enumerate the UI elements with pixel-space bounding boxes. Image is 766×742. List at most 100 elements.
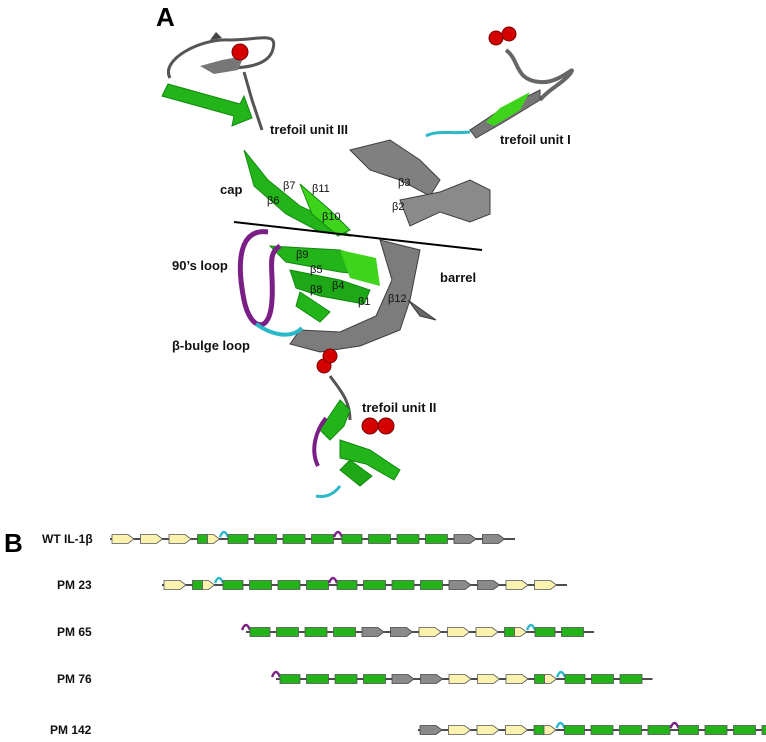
label-beta-bulge-loop: β-bulge loop	[172, 338, 250, 353]
construct-label: PM 142	[50, 723, 92, 737]
strand-label-b11: β11	[312, 183, 330, 195]
strand-block	[619, 674, 643, 684]
loop-90s-mark	[669, 721, 680, 729]
strand-label-b1: β1	[358, 296, 370, 308]
strand-block	[304, 627, 328, 637]
strand-label-b8: β8	[310, 284, 322, 296]
strand-block	[336, 580, 358, 590]
strand-block	[504, 627, 515, 637]
strand-arrow	[420, 674, 444, 684]
strand-block	[334, 674, 358, 684]
strand-arrow	[476, 725, 500, 735]
strand-block	[363, 580, 386, 590]
strand-arrow	[475, 627, 499, 637]
strand-label-b6: β6	[267, 195, 279, 207]
strand-label-b5: β5	[310, 264, 322, 276]
beta-bulge-mark	[555, 721, 566, 729]
topology-row: PM 23	[57, 576, 567, 592]
strand-block	[564, 674, 586, 684]
trefoil-unit-2-structure	[312, 348, 401, 498]
strand-block	[192, 580, 203, 590]
loop-90s-mark	[332, 530, 344, 538]
strand-block	[368, 534, 391, 544]
strand-label-b10: β10	[322, 211, 341, 223]
strand-block	[222, 580, 244, 590]
strand-block	[276, 627, 299, 637]
strand-block	[227, 534, 249, 544]
cap-barrel-divider	[233, 221, 483, 251]
strand-arrow	[505, 674, 529, 684]
strand-arrow	[482, 534, 506, 544]
strand-block	[647, 725, 671, 735]
strand-arrow	[534, 580, 558, 590]
strand-arrow	[419, 725, 443, 735]
loop-90s-mark	[270, 670, 282, 678]
strand-block	[533, 725, 545, 735]
label-trefoil-unit-2: trefoil unit II	[362, 400, 436, 415]
strand-arrow	[477, 674, 501, 684]
topology-row: PM 65	[57, 623, 594, 639]
strand-block	[564, 725, 585, 735]
strand-arrow	[202, 580, 216, 590]
loop-90s-mark	[240, 623, 252, 631]
panel-a-letter: A	[156, 2, 175, 32]
strand-block	[197, 534, 208, 544]
loop-90s-mark	[327, 576, 339, 584]
strand-arrow	[505, 580, 529, 590]
strand-block	[363, 674, 386, 684]
strand-arrow	[140, 534, 164, 544]
strand-block	[619, 725, 642, 735]
topology-row: PM 76	[57, 670, 653, 686]
topology-rows: WT IL-1β PM 23 PM 65 PM 76 PM 142	[42, 530, 766, 737]
strand-arrow	[163, 580, 187, 590]
strand-block	[396, 534, 420, 544]
strand-block	[678, 725, 699, 735]
strand-block	[733, 725, 756, 735]
construct-label: PM 23	[57, 578, 92, 592]
strand-block	[561, 627, 584, 637]
strand-block	[534, 674, 545, 684]
strand-arrow	[505, 725, 529, 735]
strand-block	[761, 725, 766, 735]
beta-bulge-mark	[218, 530, 230, 538]
topology-row: WT IL-1β	[42, 530, 515, 546]
strand-arrow	[168, 534, 192, 544]
construct-label: PM 65	[57, 625, 92, 639]
strand-arrow	[418, 627, 442, 637]
strand-block	[391, 580, 415, 590]
strand-arrow	[514, 627, 528, 637]
strand-block	[249, 627, 271, 637]
label-trefoil-unit-1: trefoil unit I	[500, 132, 571, 147]
beta-bulge-mark	[213, 576, 225, 584]
strand-block	[306, 674, 329, 684]
strand-label-b9: β9	[296, 249, 308, 261]
strand-block	[341, 534, 363, 544]
trefoil-unit-3-structure	[161, 32, 276, 131]
strand-label-b12: β12	[388, 293, 407, 305]
strand-block	[591, 674, 614, 684]
strand-arrow	[390, 627, 414, 637]
label-90s-loop: 90’s loop	[172, 258, 228, 273]
strand-arrow	[448, 580, 472, 590]
beta-bulge-mark	[525, 623, 537, 631]
strand-block	[704, 725, 728, 735]
strand-block	[534, 627, 556, 637]
strand-block	[590, 725, 614, 735]
label-barrel: barrel	[440, 270, 476, 285]
topology-row: PM 142	[50, 721, 766, 737]
trefoil-unit-1-structure	[425, 26, 574, 139]
strand-block	[420, 580, 443, 590]
strand-block	[279, 674, 301, 684]
strand-arrow	[453, 534, 477, 544]
panel-b-letter: B	[4, 528, 23, 558]
strand-block	[282, 534, 306, 544]
strand-label-b7: β7	[283, 180, 295, 192]
strand-block	[254, 534, 277, 544]
construct-label: WT IL-1β	[42, 532, 93, 546]
strand-block	[425, 534, 448, 544]
strand-arrow	[543, 725, 557, 735]
strand-arrow	[391, 674, 415, 684]
strand-arrow	[477, 580, 501, 590]
strand-arrow	[448, 725, 472, 735]
construct-label: PM 76	[57, 672, 92, 686]
